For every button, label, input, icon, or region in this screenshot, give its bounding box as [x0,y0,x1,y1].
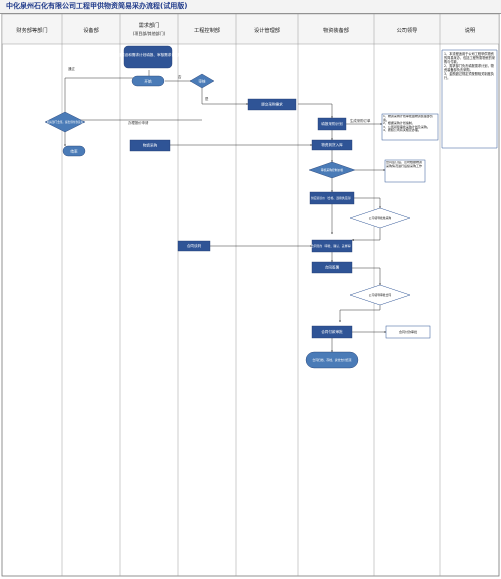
node-approve-label: 公司领导批准采购 [369,216,392,220]
node-payment-label: 合同付款审批 [321,329,343,334]
lane-header-notes: 说明 [465,26,475,34]
lanes-frame [1,13,500,577]
node-fin-review-label: 相关部门会签，提出预付款意见 [47,120,84,124]
node-select-supplier-label: 审核采购控制价格 [321,168,344,172]
node-start-label: 开始 [144,79,152,84]
lane-header-materials: 物资装备部 [323,26,349,34]
node-finish: 合同归档、存档，资金支付结束 [305,351,359,369]
title-bar: 中化泉州石化有限公司工程甲供物资简易采办流程(试用版) [0,0,501,14]
node-approve2-label: 公司领导审批合同 [369,293,392,297]
notes-box: 1、本流程适用于公司工程甲供物资的简易采办，包括工程所需物资的采购与付款。 2、… [441,49,498,149]
node-confirm-contract-label: 合同签约（审批、确认、盖章等） [311,244,353,248]
lane-header-leadership: 公司领导 [397,26,418,34]
edge-label-transfer: 办理报价申请 [128,120,149,125]
edge-label-notify: 生成采购订单 [350,118,371,123]
node-gc-contract: 合同谈判 [177,240,211,252]
node-sign-label: 合同签署 [325,265,340,270]
annotation-decision-note: 合同签订后，及时根据物资采购情况进行后续采购工作 [384,159,426,183]
annotation-side-note: 1、物资采购计划审批由物资装备部负责。 2、根据采购计划编制， 3、公司领导审批… [381,113,439,141]
lane-header-band [1,13,500,45]
node-payment: 合同付款审批 [311,325,353,339]
node-end: 结束 [62,145,86,157]
annotation-decision-note-text: 合同签订后，及时根据物资采购情况进行后续采购工作 [386,161,423,168]
node-submit-plan-label: 提交采购需求 [261,102,283,107]
node-review: 审核 [189,73,215,89]
edge-label-pass: 通过 [68,66,75,71]
node-select-supplier: 审核采购控制价格 [308,161,356,179]
node-start: 开始 [131,75,165,87]
node-receive-label: 物资到货入库 [321,142,343,147]
node-gongkong-check: 填报采购计划 [317,117,347,131]
notes-text: 1、本流程适用于公司工程甲供物资的简易采办，包括工程所需物资的采购与付款。 2、… [444,52,495,80]
edge-label-yes: 是 [205,96,209,101]
node-decision: 供应商议价（合格、选用供应商） [309,191,355,205]
node-submit-plan: 提交采购需求 [247,98,297,111]
node-approve: 公司领导批准采购 [349,207,411,229]
lane-header-demand: 需求部门 [139,21,160,29]
annotation-side-note-text: 1、物资采购计划审批由物资装备部负责。 2、根据采购计划编制， 3、公司领导审批… [383,115,433,133]
node-finish-label: 合同归档、存档，资金支付结束 [312,358,351,362]
node-start-demand-label: 依据项目建设和需求计划填报、审核需求计划及清单 [107,52,190,57]
page-title: 中化泉州石化有限公司工程甲供物资简易采办流程(试用版) [6,2,188,10]
annotation-lead-note4: 合同付款审批 [385,325,431,339]
edge-label-no: 否 [178,75,182,79]
lane-header-design: 设计管理部 [254,26,280,34]
node-purchase-order: 物资采购 [129,139,171,152]
node-review-label: 审核 [198,79,206,84]
lane-dividers [61,14,441,576]
node-sign: 合同签署 [311,261,353,274]
node-purchase-order-label: 物资采购 [143,143,158,148]
node-approve2: 公司领导审批合同 [349,284,411,306]
node-gc-contract-label: 合同谈判 [187,243,202,248]
node-fin-review: 相关部门会签，提出预付款意见 [44,111,86,133]
annotation-lead-note4-text: 合同付款审批 [399,329,417,334]
lane-header-equipment: 设备部 [83,26,99,34]
lane-header-demand-sub: (项目部/其他部门) [133,30,166,36]
node-receive: 物资到货入库 [311,139,353,151]
node-end-label: 结束 [70,149,78,154]
node-gongkong-check-label: 填报采购计划 [321,121,343,126]
flow-edges [64,70,387,353]
lane-header-engineering: 工程控制部 [194,26,220,34]
node-start-demand: 依据项目建设和需求计划填报、审核需求计划及清单 [107,45,190,69]
node-confirm-contract: 合同签约（审批、确认、盖章等） [311,239,353,253]
node-decision-label: 供应商议价（合格、选用供应商） [311,196,353,200]
lane-header-finance: 财务部等部门 [16,26,47,34]
